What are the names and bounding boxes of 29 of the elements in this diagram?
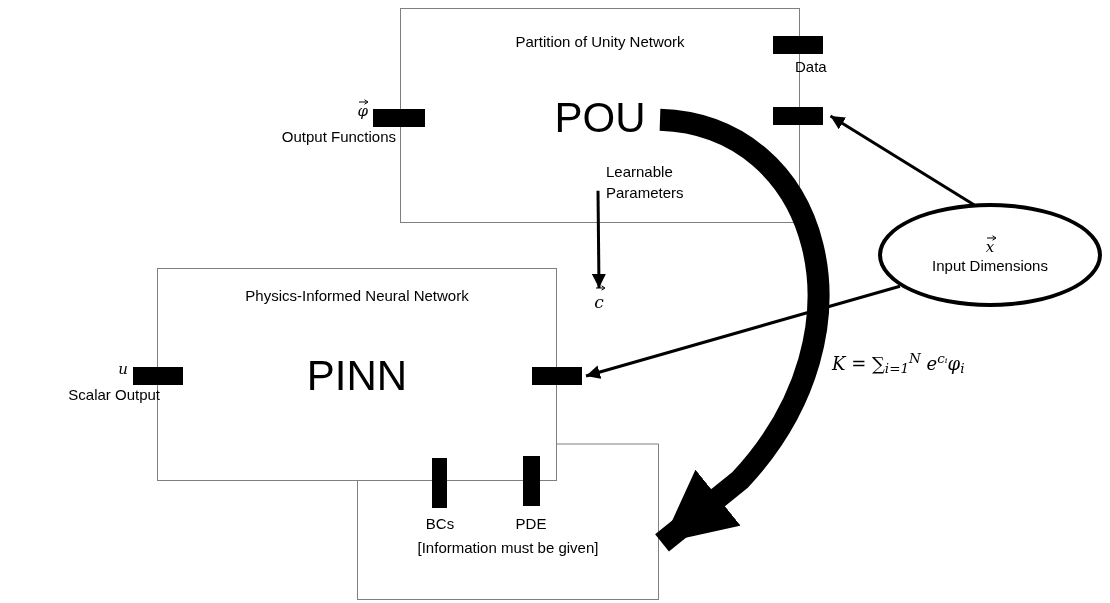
port-bar (773, 107, 823, 125)
network-name: POU (553, 97, 647, 139)
port-label: PDE (514, 515, 548, 534)
arrow (585, 284, 901, 379)
math-symbol: φ (320, 102, 368, 121)
network-title: Physics-Informed Neural Network (244, 286, 470, 306)
port-bar (773, 36, 823, 54)
edge-label: Learnable Parameters (606, 162, 685, 203)
port-bar (133, 367, 183, 385)
port-label: Output Functions (280, 128, 396, 147)
port-label: Scalar Output (67, 386, 160, 405)
port-label: BCs (424, 515, 456, 534)
ellipse-label: Input Dimensions (932, 257, 1048, 276)
port-label: Data (795, 58, 828, 77)
network-title: Partition of Unity Network (514, 32, 686, 52)
arrow (591, 190, 606, 288)
info-text: [Information must be given] (416, 538, 600, 558)
port-bar (532, 367, 582, 385)
info-box (357, 481, 659, 600)
arrow (829, 114, 976, 207)
arrow (655, 108, 830, 552)
port-bar (523, 456, 540, 506)
port-bar (432, 458, 447, 508)
math-symbol: u (117, 360, 128, 379)
network-name: PINN (305, 355, 409, 397)
vector-symbol: c (586, 288, 612, 316)
formula-label: K = ∑$_{i=1}$$^{N}$ e$^{cᵢ}$φ$_{i}$ (832, 352, 966, 377)
port-bar (373, 109, 425, 127)
vector-symbol: x (985, 238, 995, 257)
